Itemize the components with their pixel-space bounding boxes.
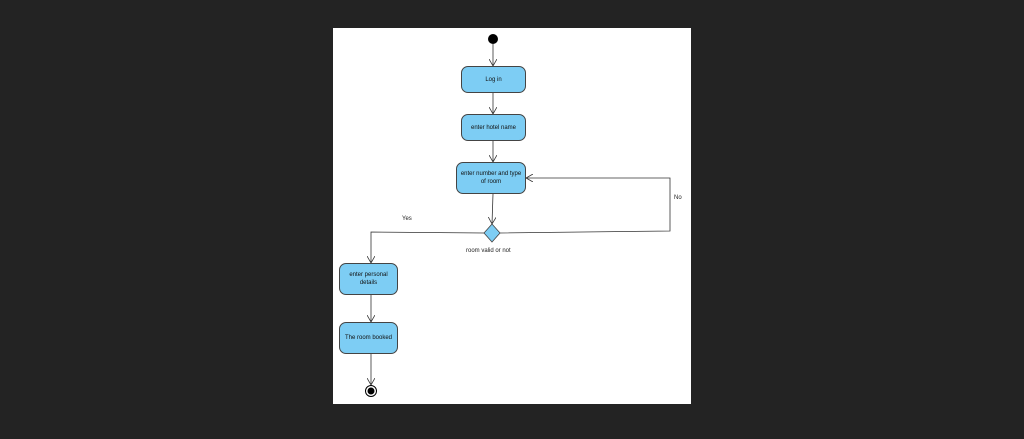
diagram-connectors (365, 34, 671, 397)
activity-room-booked: The room booked (339, 322, 398, 354)
activity-enter-room-type: enter number and type of room (456, 162, 526, 194)
flow-room-to-decision (492, 193, 493, 224)
decision-label: room valid or not (466, 248, 511, 254)
activity-enter-personal-details-label: enter personal details (349, 272, 388, 286)
activity-enter-hotel-name-label: enter hotel name (470, 124, 517, 131)
diagram-canvas: Log in enter hotel name enter number and… (333, 28, 691, 404)
flow-yes-to-details (371, 231, 485, 263)
activity-enter-room-type-label: enter number and type of room (460, 171, 522, 185)
activity-log-in-label: Log in (485, 76, 502, 83)
flow-no-loop-back (499, 178, 671, 234)
yes-guard-label: Yes (402, 216, 412, 222)
initial-node (488, 34, 498, 44)
decision-node (483, 223, 501, 243)
activity-log-in: Log in (461, 66, 526, 93)
final-node-core (367, 387, 375, 395)
activity-room-booked-label: The room booked (344, 335, 393, 341)
activity-enter-hotel-name: enter hotel name (461, 114, 526, 141)
activity-enter-personal-details: enter personal details (339, 263, 398, 295)
no-guard-label: No (674, 195, 682, 201)
